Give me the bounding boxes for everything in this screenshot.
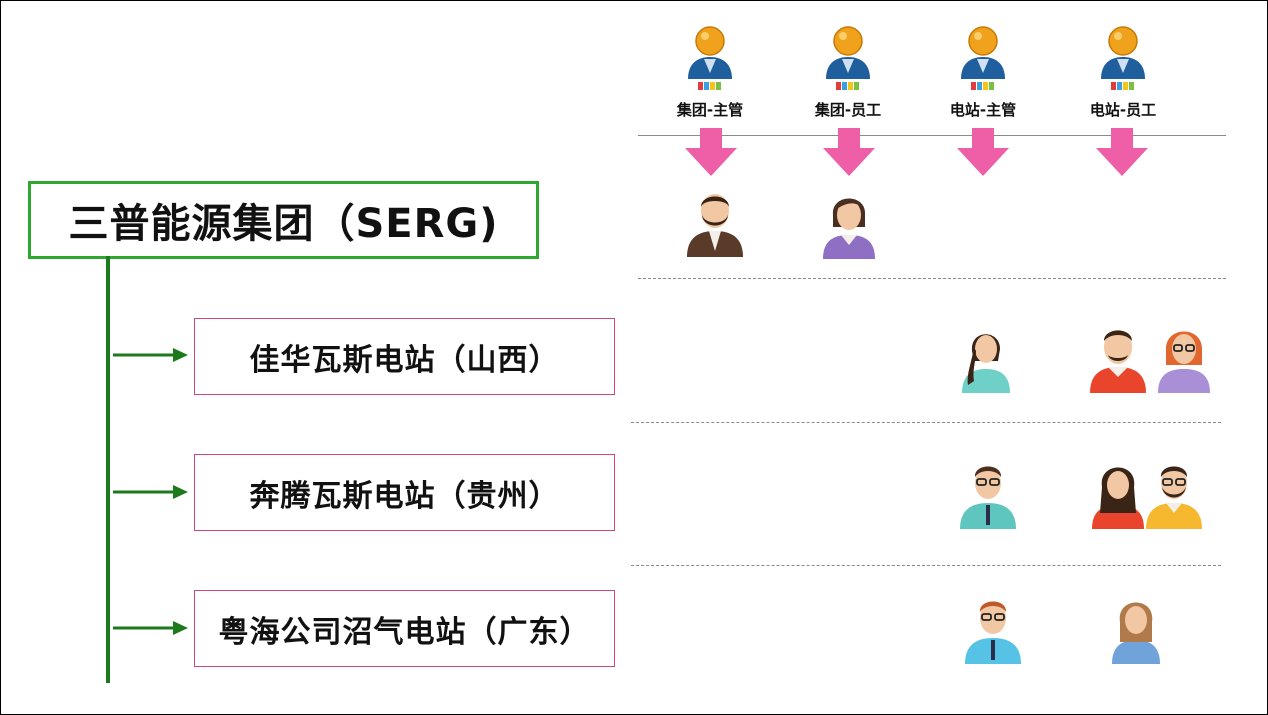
role-user-icon	[961, 26, 1005, 91]
person-avatar-icon	[687, 194, 743, 257]
role-label: 电站-主管	[949, 101, 1017, 119]
role-label: 电站-员工	[1089, 101, 1157, 119]
row-separator	[631, 565, 1221, 566]
person-avatar-icon	[960, 466, 1016, 529]
person-avatar-icon	[965, 601, 1021, 664]
row-separator	[631, 422, 1221, 423]
org-trunk-line	[106, 256, 110, 683]
station-box: 粤海公司沼气电站（广东）	[194, 590, 615, 667]
down-arrow-icon	[823, 128, 875, 176]
station-name: 奔腾瓦斯电站（贵州）	[249, 478, 560, 514]
person-avatar-icon	[823, 198, 875, 259]
role-group-staff: 集团-员工	[798, 23, 898, 120]
row-separator	[638, 278, 1226, 279]
station-box: 佳华瓦斯电站（山西）	[194, 318, 615, 395]
station-name: 佳华瓦斯电站（山西）	[249, 342, 560, 378]
group-name: 三普能源集团（SERG)	[68, 201, 499, 247]
role-station-staff: 电站-员工	[1073, 23, 1173, 120]
station-name: 粤海公司沼气电站（广东）	[218, 614, 591, 650]
group-box: 三普能源集团（SERG)	[28, 181, 539, 259]
role-user-icon	[826, 26, 870, 91]
right-arrow-icon	[113, 348, 188, 362]
role-user-icon	[1101, 26, 1145, 91]
role-station-manager: 电站-主管	[933, 23, 1033, 120]
person-avatar-icon	[962, 334, 1010, 393]
role-label: 集团-员工	[814, 101, 882, 119]
person-avatar-icon	[1158, 331, 1210, 393]
right-arrow-icon	[113, 621, 188, 635]
person-avatar-icon	[1092, 467, 1144, 529]
header-divider	[638, 135, 1226, 136]
station-box: 奔腾瓦斯电站（贵州）	[194, 454, 615, 531]
right-arrow-icon	[113, 485, 188, 499]
role-group-manager: 集团-主管	[660, 23, 760, 120]
down-arrow-icon	[957, 128, 1009, 176]
role-label: 集团-主管	[676, 101, 744, 119]
person-avatar-icon	[1146, 466, 1202, 529]
down-arrow-icon	[1096, 128, 1148, 176]
role-user-icon	[688, 26, 732, 91]
person-avatar-icon	[1090, 330, 1146, 393]
down-arrow-icon	[685, 128, 737, 176]
person-avatar-icon	[1112, 602, 1160, 664]
